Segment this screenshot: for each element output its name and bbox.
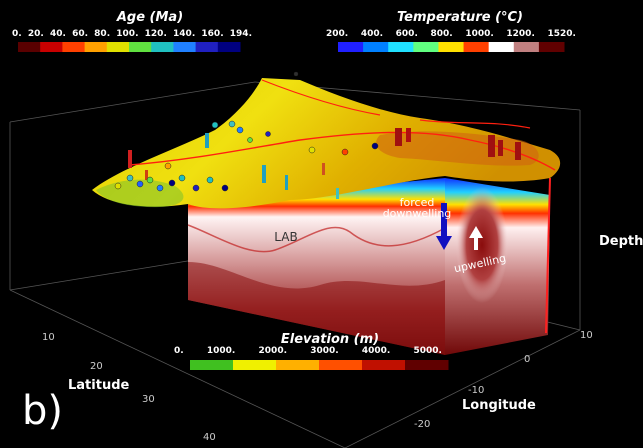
elevation-colorbar-tick: 1000. [206,346,236,356]
elevation-colorbar-segment [405,360,449,370]
temperature-colorbar-tick: 1000. [465,29,494,39]
temperature-colorbar-ticks: 200. 400. 600. 800. 1000. 1200. 1520. [326,29,576,39]
elevation-colorbar-ticks: 0. 1000. 2000. 3000. 4000. 5000. [174,346,442,356]
temperature-colorbar-segment [388,42,414,52]
longitude-tick: -10 [468,385,485,396]
age-colorbar-segment [195,42,219,52]
age-colorbar-tick: 0. [12,29,22,39]
temperature-colorbar-segment [463,42,490,52]
latitude-tick: 30 [142,394,155,405]
temperature-colorbar-segment [438,42,465,52]
plate-boundary-red-east [419,119,531,129]
elevation-colorbar-segment [362,360,406,370]
elevation-colorbar-tick: 2000. [258,346,287,356]
forced-label-line1: forced [399,196,435,209]
temperature-colorbar-tick: 800. [430,29,453,39]
elevation-colorbar-tick: 5000. [413,346,442,356]
longitude-tick: 10 [580,330,593,341]
age-colorbar-tick: 80. [94,29,111,39]
temperature-colorbar-segment [363,42,389,52]
longitude-tick: -20 [414,419,431,430]
upwelling-plume [456,187,508,303]
latitude-tick: 10 [42,332,55,343]
age-colorbar-segment [40,42,63,52]
temperature-colorbar-tick: 1520. [547,29,576,39]
deep-mantle-shade [188,262,445,355]
elevation-colorbar-tick: 0. [174,346,184,356]
forced-label-line2: downwelling [382,207,452,220]
age-colorbar-segment [84,42,108,52]
downwelling-arrow [436,203,452,250]
upwelling-arrow [469,226,483,250]
longitude-tick: 0 [524,354,531,365]
topography-surface [92,78,561,209]
age-colorbar-segment [217,42,241,52]
age-colorbar-segment [173,42,197,52]
age-colorbar-tick: 40. [49,29,66,39]
age-colorbar-bar [18,42,241,52]
longitude-axis-title: Longitude [462,398,536,413]
topography-highlands [376,131,539,166]
age-colorbar-tick: 194. [229,29,252,39]
age-colorbar-ticks: 0. 20. 40. 60. 80. 100. 120. 140. 160. 194. [12,29,252,39]
forced-downwelling-label: forced downwelling [372,197,462,219]
temperature-colorbar-segment [538,42,565,52]
age-colorbar-tick: 140. [173,29,196,39]
elevation-colorbar-tick: 4000. [361,346,391,356]
latitude-axis-title: Latitude [68,378,130,393]
latitude-tick: 20 [90,361,103,372]
temperature-colorbar-tick: 200. [326,29,349,39]
age-sample-dots [114,71,379,192]
volcanic-pillars [128,128,521,199]
lab-boundary [187,224,446,253]
elevation-colorbar-bar [190,360,449,370]
temperature-colorbar-segment [488,42,515,52]
temperature-colorbar-title: Temperature (°C) [396,10,523,25]
elevation-colorbar-segment [190,360,234,370]
age-colorbar-segment [18,42,41,52]
temperature-colorbar-tick: 1200. [506,29,535,39]
depth-axis-title: Depth [599,234,643,249]
panel-label: b) [22,388,63,434]
age-colorbar-tick: 20. [27,29,44,39]
section-edge-line [545,177,551,334]
plate-boundary-red-north [261,79,381,116]
temperature-colorbar-segment [413,42,439,52]
age-colorbar-segment [151,42,174,52]
age-colorbar-tick: 60. [72,29,89,39]
age-colorbar-segment [129,42,152,52]
age-colorbar-title: Age (Ma) [116,10,184,25]
temperature-colorbar-bar [338,42,565,52]
elevation-colorbar-segment [319,360,363,370]
elevation-colorbar-segment [276,360,320,370]
lab-label: LAB [274,230,298,244]
temperature-colorbar-tick: 600. [395,29,418,39]
age-colorbar-tick: 100. [116,29,139,39]
age-colorbar-segment [106,42,130,52]
age-colorbar-segment [62,42,86,52]
temperature-colorbar-segment [338,42,364,52]
latitude-tick: 40 [203,432,216,443]
temperature-colorbar-segment [513,42,540,52]
elevation-colorbar-title: Elevation (m) [280,332,380,347]
temperature-colorbar-tick: 400. [360,29,384,39]
age-colorbar-tick: 160. [201,29,224,39]
elevation-colorbar-tick: 3000. [310,346,339,356]
age-colorbar-tick: 120. [144,29,167,39]
elevation-colorbar-segment [233,360,277,370]
